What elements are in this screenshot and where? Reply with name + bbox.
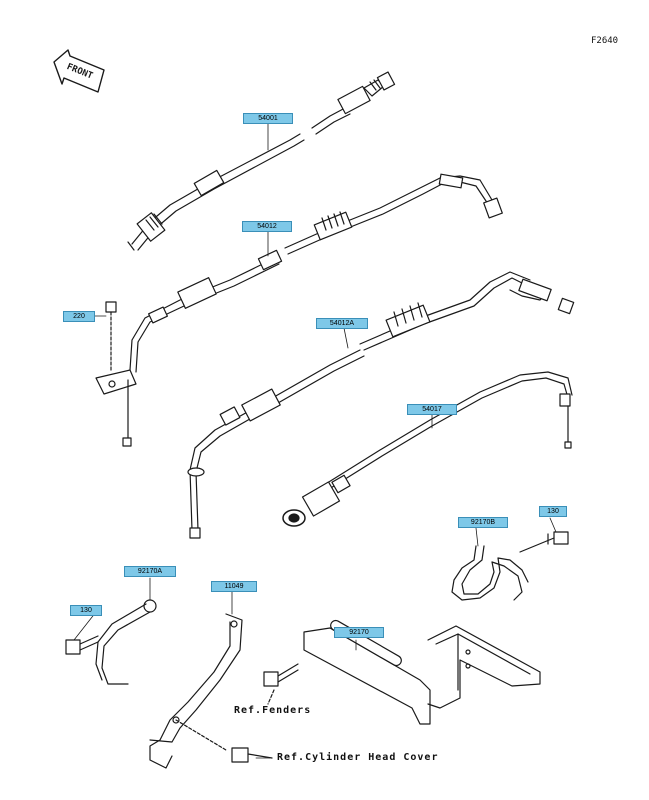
front-arrow-icon: FRONT — [53, 49, 105, 93]
bolt-220 — [105, 301, 117, 373]
clamp-92170b — [451, 545, 529, 601]
leader-lines — [73, 121, 557, 759]
ref-fenders: Ref.Fenders — [234, 705, 312, 716]
part-label-130-left: 130 — [70, 605, 102, 616]
part-label-54001: 54001 — [243, 113, 293, 124]
part-label-92170: 92170 — [334, 627, 384, 638]
bolt-cylinder-head — [231, 747, 273, 763]
throttle-cable-upper — [284, 173, 503, 255]
bolt-130-right — [519, 531, 569, 553]
ref-cylinder-head-cover: Ref.Cylinder Head Cover — [277, 752, 439, 763]
cable-54012a — [187, 271, 575, 539]
clamp-92170a — [95, 599, 157, 685]
part-label-130-right: 130 — [539, 506, 567, 517]
part-label-11049: 11049 — [211, 581, 257, 592]
part-label-54017: 54017 — [407, 404, 457, 415]
choke-cable — [282, 371, 573, 527]
speedometer-cable — [127, 71, 396, 251]
part-label-54012a: 54012A — [316, 318, 368, 329]
bracket-11049 — [149, 613, 243, 769]
part-label-54012: 54012 — [242, 221, 292, 232]
part-label-92170b: 92170B — [458, 517, 508, 528]
part-label-92170a: 92170A — [124, 566, 176, 577]
bolt-fenders — [263, 663, 299, 705]
figure-code: F2640 — [591, 36, 619, 46]
part-label-220: 220 — [63, 311, 95, 322]
throttle-cable-lower — [95, 249, 283, 447]
bolt-130-left — [65, 635, 99, 655]
